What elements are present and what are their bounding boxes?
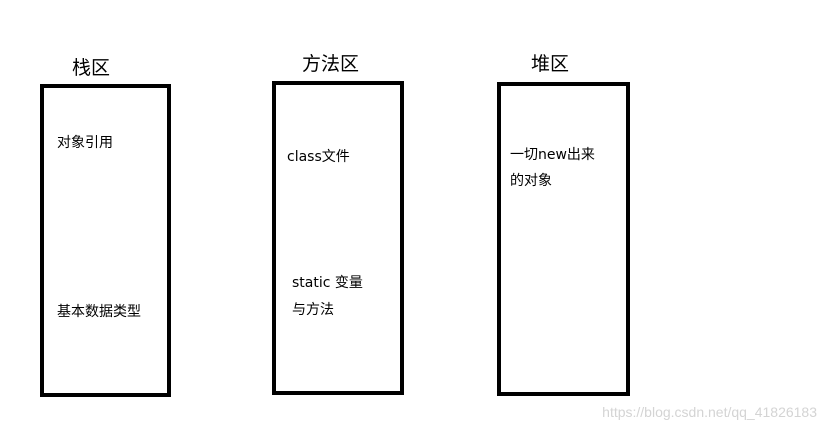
heap-item-new-objects: 一切new出来 bbox=[510, 147, 595, 163]
stack-region-title: 栈区 bbox=[72, 57, 111, 79]
method-item-and-methods: 与方法 bbox=[292, 302, 334, 318]
heap-region-box bbox=[497, 82, 630, 396]
method-region-box bbox=[272, 81, 404, 395]
heap-item-objects: 的对象 bbox=[510, 173, 552, 189]
method-region-title: 方法区 bbox=[302, 53, 360, 75]
method-item-class-file: class文件 bbox=[287, 149, 350, 165]
watermark-url: https://blog.csdn.net/qq_41826183 bbox=[602, 404, 817, 420]
heap-region-title: 堆区 bbox=[531, 53, 570, 75]
method-item-static-variable: static 变量 bbox=[292, 275, 363, 291]
stack-item-primitive-types: 基本数据类型 bbox=[57, 304, 141, 320]
stack-item-object-reference: 对象引用 bbox=[57, 135, 113, 151]
stack-region-box bbox=[40, 84, 171, 397]
